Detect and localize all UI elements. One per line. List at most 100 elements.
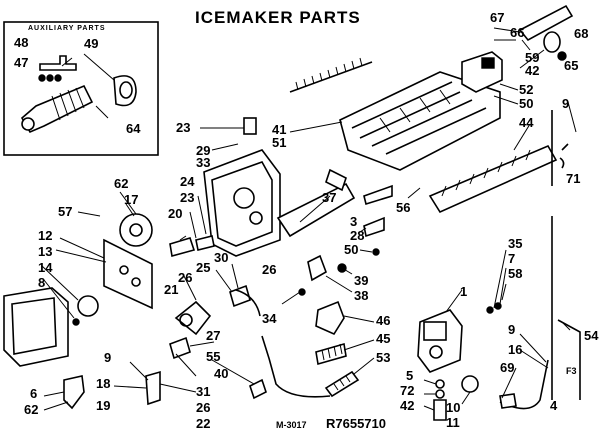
label-26-b: 26 (178, 270, 192, 285)
water-valve (417, 309, 463, 373)
label-52: 52 (519, 82, 533, 97)
label-9-left: 9 (104, 350, 111, 365)
label-31: 31 (196, 384, 210, 399)
label-30: 30 (214, 250, 228, 265)
label-50-top: 50 (519, 96, 533, 111)
label-54: 54 (584, 328, 599, 343)
auxiliary-parts-box: AUXILIARY PARTS (3, 21, 159, 156)
doc-code: M-3017 (276, 420, 307, 430)
aux-cap (113, 75, 137, 107)
label-42-bottom: 42 (400, 398, 414, 413)
nut-10 (461, 375, 479, 393)
label-50-mid: 50 (344, 242, 358, 257)
label-19: 19 (96, 398, 110, 413)
icemaker-mold (339, 71, 501, 171)
aux-hose-adapter (20, 84, 94, 134)
bracket-19 (145, 370, 161, 406)
shutoff-arm (551, 110, 569, 186)
label-6: 6 (30, 386, 37, 401)
label-49: 49 (84, 36, 98, 51)
label-17: 17 (124, 192, 138, 207)
label-48: 48 (14, 35, 28, 50)
valve-46 (315, 300, 345, 336)
label-20: 20 (168, 206, 182, 221)
fill-tube (518, 4, 574, 61)
switch-20 (169, 237, 196, 258)
label-9-right: 9 (508, 322, 515, 337)
label-65: 65 (564, 58, 578, 73)
label-11: 11 (446, 415, 460, 430)
label-51: 51 (272, 135, 286, 150)
bracket-6 (63, 375, 85, 410)
leader-lines (41, 27, 577, 411)
label-53: 53 (376, 350, 390, 365)
wire-harness (261, 335, 331, 398)
label-64: 64 (126, 121, 141, 136)
label-55: 55 (206, 349, 220, 364)
label-1: 1 (460, 284, 467, 299)
label-4: 4 (550, 398, 558, 413)
front-cover (3, 287, 69, 367)
thermostat-clip (243, 117, 257, 135)
gear-14 (77, 295, 99, 317)
label-34: 34 (262, 311, 277, 326)
label-10: 10 (446, 400, 460, 415)
label-29: 29 (196, 143, 210, 158)
label-62-top: 62 (114, 176, 128, 191)
label-33: 33 (196, 155, 210, 170)
corner-mark: F3 (566, 366, 577, 376)
label-68: 68 (574, 26, 588, 41)
ejector-blade (289, 57, 373, 93)
label-62-bottom: 62 (24, 402, 38, 417)
label-3: 3 (350, 214, 357, 229)
label-39: 39 (354, 273, 368, 288)
clip-31 (169, 336, 191, 360)
label-38: 38 (354, 288, 368, 303)
tube-53 (324, 370, 360, 398)
label-23-top: 23 (176, 120, 190, 135)
label-66: 66 (510, 25, 524, 40)
motor-housing (203, 117, 281, 257)
label-8: 8 (38, 275, 45, 290)
label-16: 16 (508, 342, 522, 357)
motor (174, 300, 212, 336)
label-27: 27 (206, 328, 220, 343)
label-47: 47 (14, 55, 28, 70)
label-22: 22 (196, 416, 210, 431)
label-71: 71 (566, 171, 580, 186)
aux-box-title: AUXILIARY PARTS (28, 25, 106, 32)
label-40: 40 (214, 366, 228, 381)
fill-cup (461, 51, 503, 93)
label-37: 37 (322, 190, 336, 205)
label-7: 7 (508, 251, 515, 266)
label-21: 21 (164, 282, 178, 297)
label-28: 28 (350, 228, 364, 243)
label-44: 44 (519, 115, 534, 130)
label-42-top: 42 (525, 63, 539, 78)
label-56: 56 (396, 200, 410, 215)
support-plate (103, 238, 153, 310)
label-25: 25 (196, 260, 210, 275)
label-12: 12 (38, 228, 52, 243)
label-72: 72 (400, 383, 414, 398)
label-69: 69 (500, 360, 514, 375)
mounting-plate (276, 182, 356, 238)
diagram-title: ICEMAKER PARTS (195, 8, 361, 27)
label-26-c: 26 (196, 400, 210, 415)
label-14: 14 (38, 260, 53, 275)
drawing-number: R7655710 (326, 416, 386, 431)
label-23-mid: 23 (180, 190, 194, 205)
label-9-top: 9 (562, 96, 569, 111)
label-59: 59 (525, 50, 539, 65)
bracket-28 (363, 216, 385, 238)
ice-stripper (428, 144, 558, 214)
timing-gear (119, 213, 153, 247)
aux-valve-fitting (39, 55, 77, 71)
label-24: 24 (180, 174, 195, 189)
lever-38 (307, 254, 327, 282)
label-18: 18 (96, 376, 110, 391)
label-46: 46 (376, 313, 390, 328)
label-57: 57 (58, 204, 72, 219)
